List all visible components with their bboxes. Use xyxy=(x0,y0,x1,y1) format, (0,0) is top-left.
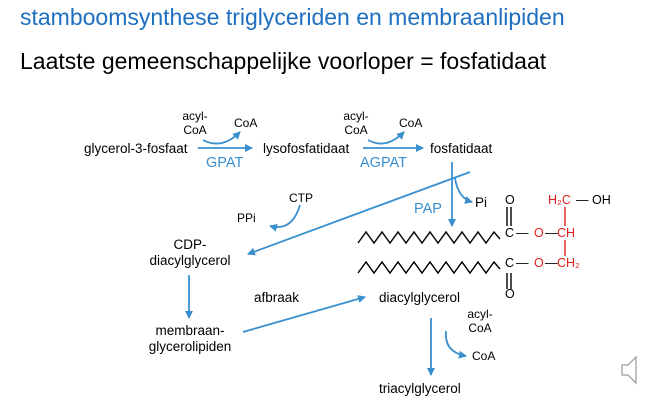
node-glycerol-3-fosfaat: glycerol-3-fosfaat xyxy=(84,141,188,156)
enzyme-gpat: GPAT xyxy=(206,155,244,171)
fatty-acid-chain-1 xyxy=(357,230,501,245)
ctp-label: CTP xyxy=(289,191,313,205)
to-cdp-arrow xyxy=(247,171,471,256)
pi-label: Pi xyxy=(475,195,488,210)
node-membraan-glycerolipiden: membraan- glycerolipiden xyxy=(130,323,250,354)
node-diacylglycerol: diacylglycerol xyxy=(379,290,461,305)
cdp-line1: CDP- xyxy=(173,237,207,252)
glycerol-ch2: CH₂ xyxy=(557,256,580,270)
glycerol-ch: CH xyxy=(557,226,576,240)
acyl-coa-3-line1: acyl- xyxy=(467,307,493,321)
ester-c-2: C xyxy=(505,256,515,270)
acyl-coa-2-line2: CoA xyxy=(344,122,368,137)
ester-c-1: C xyxy=(505,226,515,240)
coa-label-2: CoA xyxy=(399,116,423,130)
acyl-coa-3-line2: CoA xyxy=(468,320,492,335)
glycerol-oh: — OH xyxy=(576,193,611,207)
node-lysofosfatidaat: lysofosfatidaat xyxy=(263,141,350,156)
ester-dash-1: — xyxy=(516,226,529,240)
carbonyl-o-top: O xyxy=(505,193,515,207)
cdp-line2: diacylglycerol xyxy=(149,252,231,268)
gpat-cofactor-curve xyxy=(202,131,241,145)
ppi-label: PPi xyxy=(237,211,256,225)
fatty-acid-chain-2 xyxy=(357,260,501,275)
node-cdp-diacylglycerol: CDP- diacylglycerol xyxy=(130,237,250,268)
ester-dash-2b: — xyxy=(545,256,558,270)
carbonyl-o-bottom: O xyxy=(505,287,515,301)
enzyme-agpat: AGPAT xyxy=(360,155,407,171)
acyl-coa-1-line1: acyl- xyxy=(182,109,208,123)
glycerol-h2c: H₂C xyxy=(548,193,571,207)
slide-title: stamboomsynthese triglyceriden en membra… xyxy=(20,4,565,30)
enzyme-pap: PAP xyxy=(414,201,442,217)
afbraak-label: afbraak xyxy=(254,290,300,305)
speaker-icon[interactable] xyxy=(621,355,637,385)
pap-pi-curve xyxy=(454,177,473,204)
ester-o-2: O xyxy=(534,256,544,270)
ester-dash-2: — xyxy=(516,256,529,270)
acyl-coa-2-line1: acyl- xyxy=(343,109,369,123)
membraan-line2: glycerolipiden xyxy=(148,338,232,354)
node-triacylglycerol: triacylglycerol xyxy=(379,381,461,396)
membraan-line1: membraan- xyxy=(155,323,225,338)
acyl-coa-label-2: acyl- CoA xyxy=(341,109,371,138)
node-fosfatidaat: fosfatidaat xyxy=(430,141,493,156)
ester-dash-1b: — xyxy=(545,226,558,240)
coa-label-1: CoA xyxy=(234,116,258,130)
ester-o-1: O xyxy=(534,226,544,240)
triacyl-cofactor-curve xyxy=(444,330,467,359)
ctp-ppi-curve xyxy=(269,204,301,232)
coa-label-3: CoA xyxy=(472,349,496,363)
acyl-coa-1-line2: CoA xyxy=(183,122,207,137)
acyl-coa-label-1: acyl- CoA xyxy=(180,109,210,138)
agpat-cofactor-curve xyxy=(367,131,405,145)
slide-subtitle: Laatste gemeenschappelijke voorloper = f… xyxy=(20,48,547,74)
afbraak-arrow xyxy=(242,295,366,333)
acyl-coa-label-3: acyl- CoA xyxy=(465,307,495,336)
